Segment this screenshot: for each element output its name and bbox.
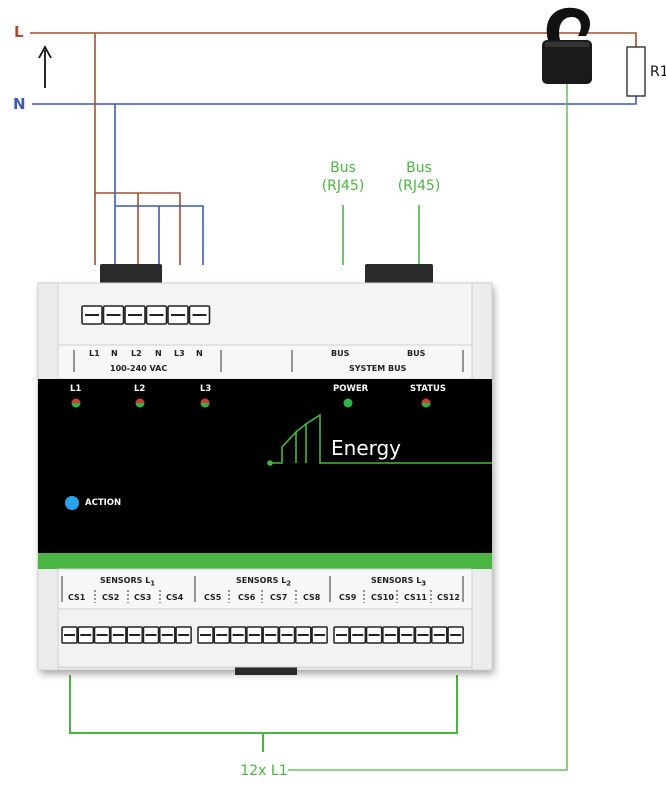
terminal-screw [229,626,247,644]
resistor-label: R1 [650,64,666,80]
sensor-bracket [69,675,458,734]
terminal-screw [77,626,95,644]
sensor-group-title: SENSORS L3 [371,576,427,588]
terminal-screw [145,305,168,325]
sensor-count-label: 12x L1 [240,763,288,779]
system-bus-label: SYSTEM BUS [349,364,407,373]
terminal-screw [431,626,448,644]
terminal-screw [311,626,328,644]
action-button [65,496,79,510]
terminal-screw [142,626,160,644]
sensor-channel-label: CS9 [339,593,357,602]
terminal-screw [61,626,78,644]
terminal-screw [333,626,350,644]
status-led [71,398,81,408]
terminal-screw [102,305,125,325]
energy-logo-icon [267,413,492,466]
led-label: POWER [333,384,369,394]
ct-signal-wire [288,84,568,771]
terminal-screw [188,305,211,325]
power-terminal-block [81,305,211,325]
terminal-screw [447,626,464,644]
live-wire [30,32,637,48]
led-label: STATUS [410,384,447,394]
terminal-screw [398,626,415,644]
status-led [421,398,431,408]
terminal-screw [159,626,176,644]
terminal-screw [126,626,143,644]
terminal-screw [382,626,399,644]
resistor-r1 [626,46,646,97]
status-led [343,398,353,408]
voltage-label: 100-240 VAC [110,364,168,373]
terminal-screw [110,626,127,644]
power-feed-wires [94,33,204,265]
terminal-screw [175,626,192,644]
current-clamp-icon [542,7,592,84]
terminal-screw [295,626,312,644]
led-label: L3 [200,384,212,394]
bus-label-2: Bus (RJ45) [397,160,441,194]
terminal-screw [365,626,383,644]
led-label: L2 [134,384,146,394]
brand-name: Energy [331,436,402,460]
bus-label-1: Bus (RJ45) [321,160,365,194]
sensor-channel-label: CS10 [371,593,394,602]
sensor-channel-label: CS4 [166,593,184,602]
terminal-screw [197,626,214,644]
terminal-screw [81,305,103,325]
led-label: L1 [70,384,82,394]
sensor-channel-label: CS5 [204,593,222,602]
sensor-channel-label: CS7 [270,593,288,602]
terminal-screw [262,626,279,644]
neutral-label: N [13,95,26,113]
power-terminal-label: N [111,349,118,358]
live-label: L [14,23,24,41]
terminal-screw [246,626,263,644]
terminal-screw [213,626,231,644]
terminal-screw [93,626,111,644]
status-led [200,398,210,408]
bus-port-label-2: BUS [407,349,426,358]
sensor-group-title: SENSORS L1 [100,576,156,588]
sensor-channel-label: CS8 [303,593,321,602]
power-terminal-label: N [155,349,162,358]
terminal-screw [124,305,146,325]
action-label: ACTION [85,498,122,508]
sensor-channel-label: CS12 [437,593,460,602]
status-led [135,398,145,408]
power-terminal-label: L1 [89,349,100,358]
sensor-channel-label: CS3 [134,593,152,602]
sensor-group-title: SENSORS L2 [236,576,292,588]
bus-port-label-1: BUS [331,349,350,358]
front-panel [38,379,492,553]
sensor-channel-label: CS1 [68,593,86,602]
sensor-channel-label: CS11 [404,593,427,602]
sensor-terminal-block [61,626,464,644]
neutral-wire [32,95,637,105]
terminal-screw [414,626,432,644]
power-terminal-label: L3 [174,349,185,358]
sensor-channel-label: CS2 [102,593,120,602]
power-terminal-label: N [196,349,203,358]
power-terminal-label: L2 [131,349,142,358]
terminal-screw [167,305,189,325]
accent-stripe [38,553,492,569]
terminal-screw [349,626,367,644]
arrow-up-icon [38,45,52,88]
sensor-channel-label: CS6 [238,593,256,602]
terminal-screw [278,626,296,644]
